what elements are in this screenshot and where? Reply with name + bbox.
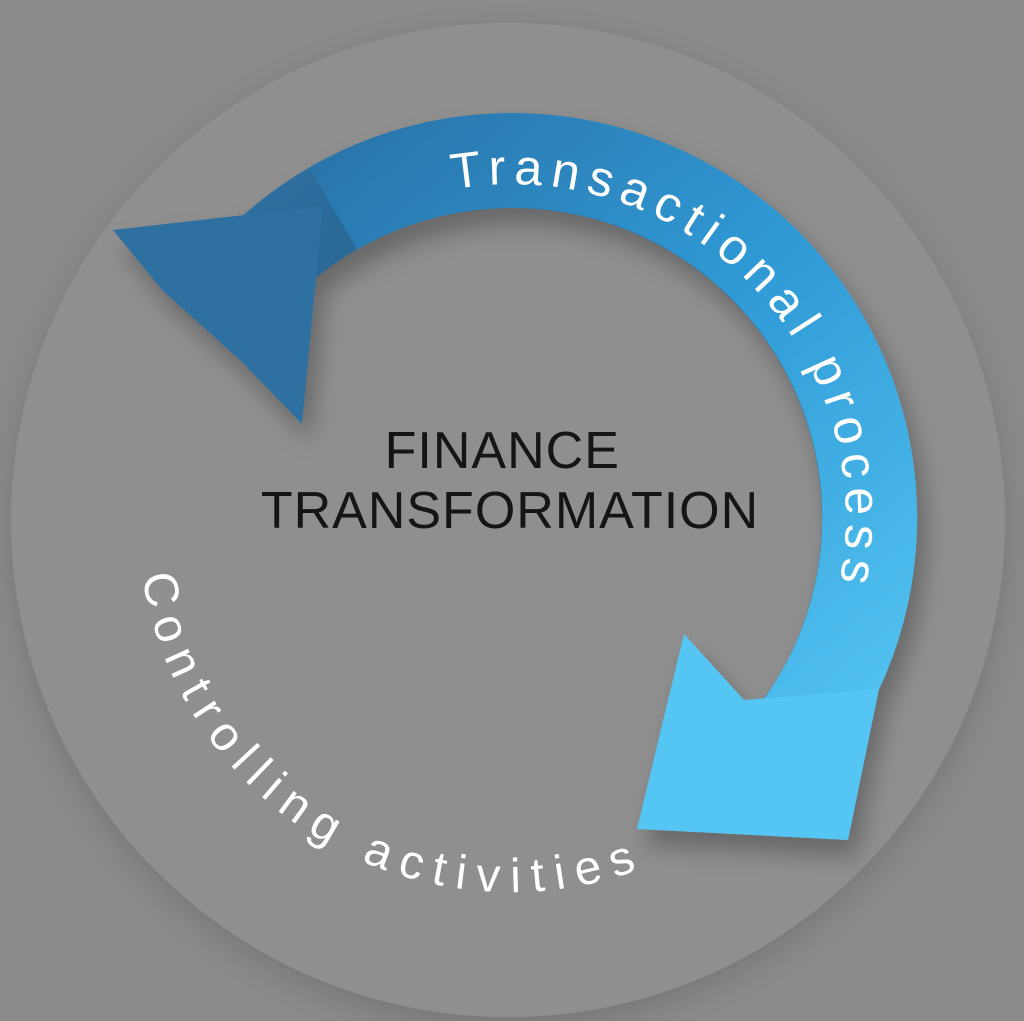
transactional-process-arc-band (309, 112, 918, 779)
cycle-arrows-group (113, 112, 918, 840)
center-title-line2: TRANSFORMATION (261, 482, 759, 540)
center-title: FINANCE TRANSFORMATION (261, 422, 759, 540)
transactional-process-arrowhead (637, 634, 879, 840)
controlling-activities-arrowhead (113, 206, 323, 424)
center-title-line1: FINANCE (385, 422, 620, 480)
